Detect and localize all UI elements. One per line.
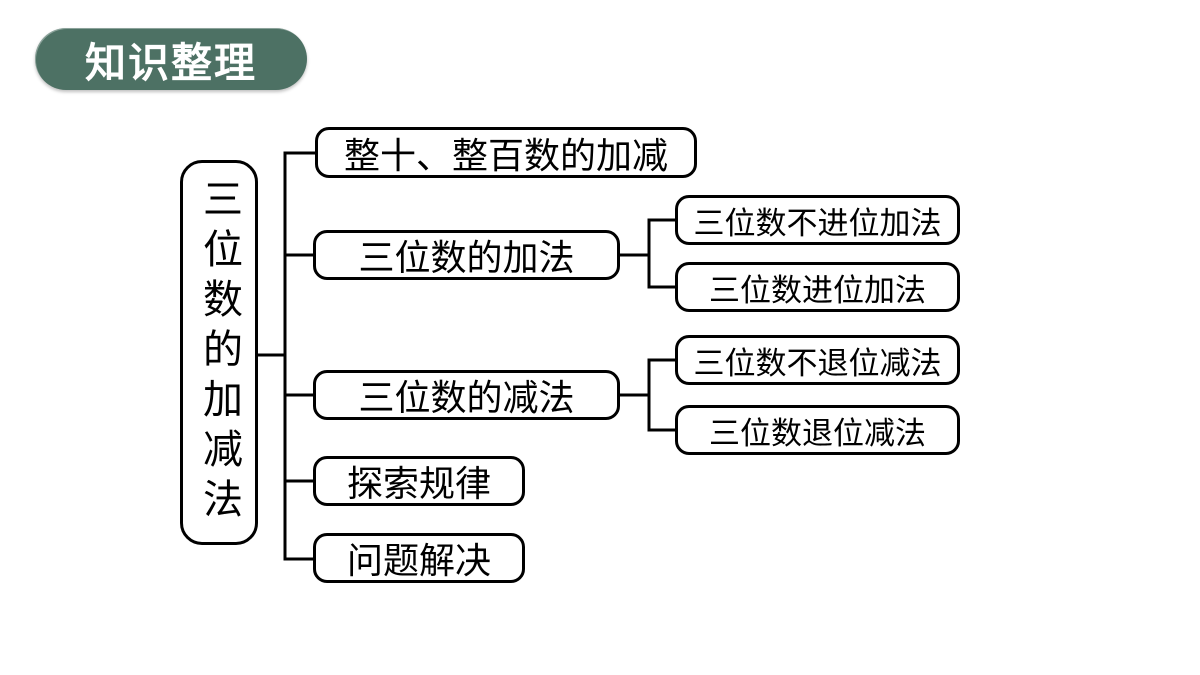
leaf-node-addition-no-carry: 三位数不进位加法 <box>675 195 960 245</box>
branch-node-three-digit-subtraction: 三位数的减法 <box>313 370 620 420</box>
leaf-node-subtraction-no-borrow: 三位数不退位减法 <box>675 335 960 385</box>
branch-node-explore-patterns: 探索规律 <box>313 456 525 506</box>
root-node-three-digit-add-subtract: 三位数的加减法 <box>180 160 258 545</box>
title-badge: 知识整理 <box>35 28 307 90</box>
branch-node-three-digit-addition: 三位数的加法 <box>313 230 620 280</box>
branch-node-tens-hundreds-add-subtract: 整十、整百数的加减 <box>315 127 697 178</box>
branch-node-problem-solving: 问题解决 <box>313 533 525 583</box>
leaf-node-subtraction-with-borrow: 三位数退位减法 <box>675 405 960 455</box>
leaf-node-addition-with-carry: 三位数进位加法 <box>675 262 960 312</box>
title-badge-label: 知识整理 <box>85 40 257 86</box>
